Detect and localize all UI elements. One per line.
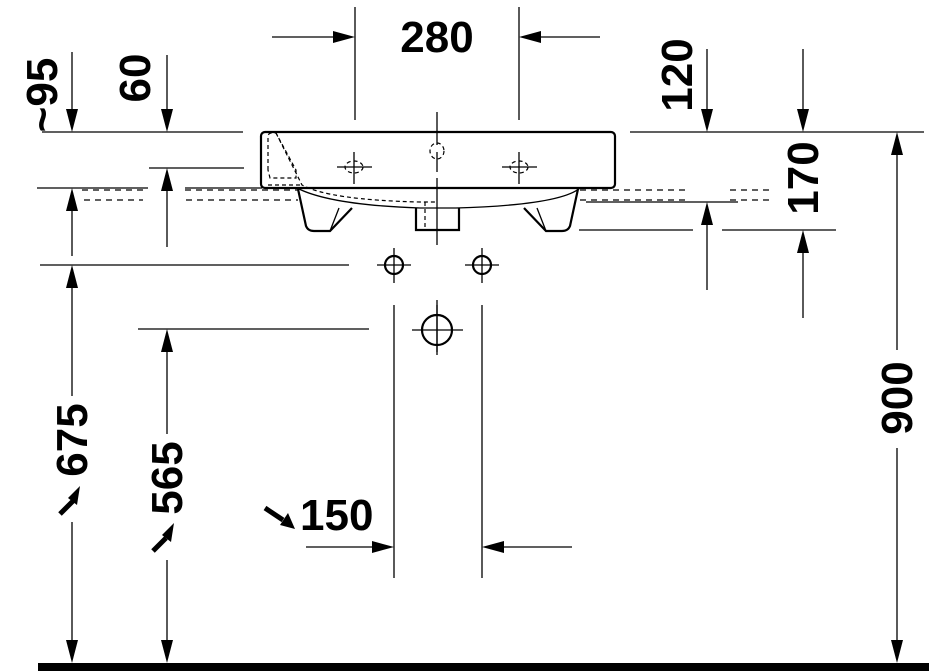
dim-170-label: 170	[779, 141, 828, 214]
dim-565: 565	[143, 329, 192, 663]
dim-280-label: 280	[400, 13, 473, 62]
dim-280: 280	[272, 7, 600, 120]
center-tap-hole-icon	[429, 142, 445, 160]
dim-675-label: 675	[48, 403, 97, 476]
tap-hole-right-icon	[502, 152, 537, 184]
dim-900-label: 900	[873, 361, 922, 434]
fixing-hole-left-icon	[377, 248, 411, 283]
dim-150-label: 150	[300, 491, 373, 540]
diagonal-arrow-icon	[263, 505, 295, 529]
dim-170: 170	[579, 141, 836, 318]
diagonal-arrow-icon	[151, 523, 174, 553]
left-reference-lines	[37, 187, 369, 330]
dim-120-label: 120	[653, 38, 702, 111]
diagonal-arrow-icon	[58, 486, 80, 516]
dim-60-label: 60	[111, 54, 160, 103]
dim-60: 60	[111, 54, 244, 247]
basin-outline	[259, 130, 617, 233]
dim-565-label: 565	[143, 441, 192, 514]
dim-120: 120	[630, 38, 924, 133]
waste-pipe-hole-icon	[412, 305, 463, 355]
fixing-hole-right-icon	[465, 248, 499, 283]
floor-line	[38, 663, 929, 671]
dim-95: ~95	[18, 52, 243, 133]
tap-hole-left-icon	[337, 152, 372, 184]
dim-150: 150	[263, 305, 572, 578]
dim-900: 900	[873, 132, 922, 663]
dim-95-label: ~95	[18, 58, 67, 133]
dim-675: 675	[48, 188, 97, 663]
